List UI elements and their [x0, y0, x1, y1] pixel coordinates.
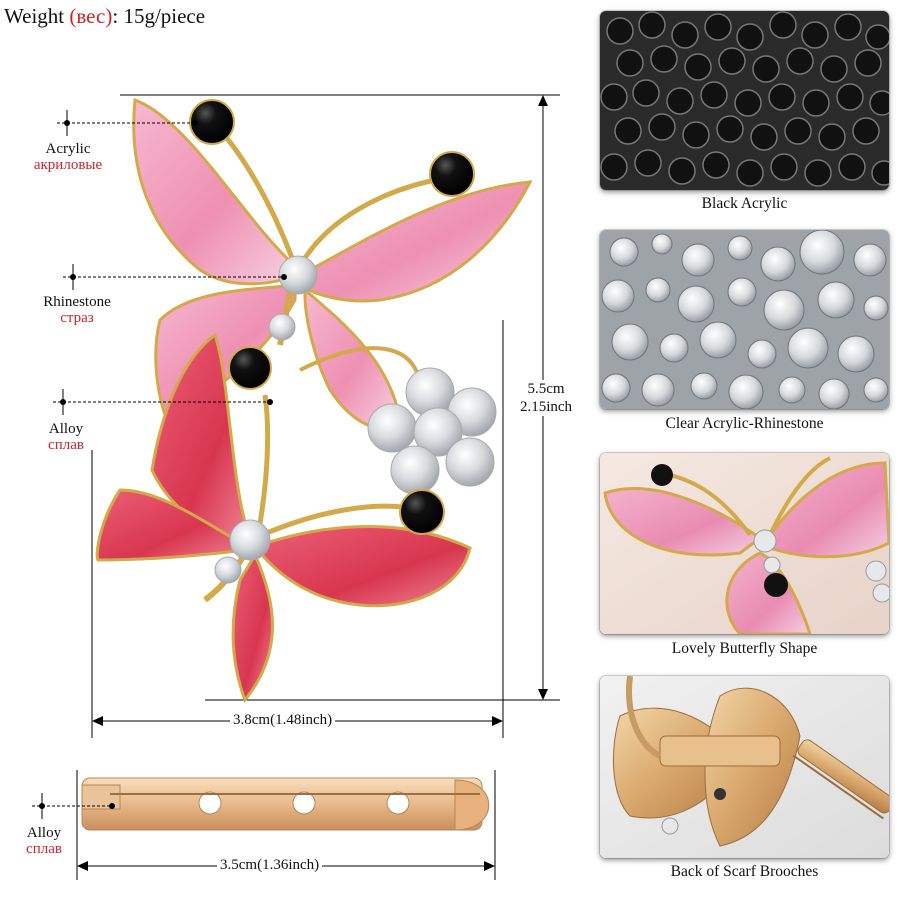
alloy-pin-label-ru: сплав — [26, 841, 62, 857]
red-butterfly — [95, 332, 472, 704]
pin-length-label: 3.5cm(1.36inch) — [217, 857, 323, 874]
brooch-back-image — [600, 676, 889, 858]
black-stone-bottom — [399, 489, 445, 535]
thumbnail-brooch-back — [600, 676, 889, 858]
rhinestone-red-body — [229, 519, 271, 561]
caption-butterfly-shape: Lovely Butterfly Shape — [671, 640, 818, 657]
brooch-diagram — [32, 94, 560, 880]
pin-back — [81, 777, 490, 831]
thumbnail-clear-rhinestone — [600, 230, 889, 409]
rhinestone-label-ru: страз — [60, 310, 94, 326]
thumbnail-black-acrylic — [600, 11, 889, 190]
width-label: 3.8cm(1.48inch) — [230, 712, 336, 729]
rhinestone-callout: Rhinestone страз — [22, 294, 132, 326]
acrylic-leader — [57, 110, 198, 136]
alloy-pin-leader — [32, 793, 115, 819]
height-inch: 2.15inch — [519, 399, 573, 415]
height-label: 5.5cm 2.15inch — [508, 380, 584, 416]
rhinestone-pink-lower — [268, 313, 296, 341]
pink-butterfly — [132, 97, 533, 430]
height-cm: 5.5cm — [527, 381, 565, 397]
thumbnail-butterfly-shape — [600, 453, 889, 634]
alloy-top-leader — [53, 389, 273, 415]
acrylic-callout: Acrylic акриловые — [20, 141, 116, 173]
rhinestone-pink-body — [278, 255, 318, 295]
black-stone-top-right — [429, 151, 475, 197]
weight-label: Weight (вес): 15g/piece — [4, 4, 206, 28]
caption-clear-rhinestone: Clear Acrylic-Rhinestone — [665, 415, 824, 432]
alloy-pin-callout: Alloy сплав — [14, 825, 74, 857]
alloy-top-callout: Alloy сплав — [36, 421, 96, 453]
acrylic-label: Acrylic — [45, 141, 91, 157]
caption-brooch-back: Back of Scarf Brooches — [670, 863, 819, 880]
alloy-top-label-ru: сплав — [48, 437, 84, 453]
black-acrylic-image — [600, 11, 889, 190]
crystal-flower-cluster — [367, 367, 497, 495]
rhinestone-label: Rhinestone — [43, 294, 111, 310]
clear-rhinestone-image — [600, 230, 889, 409]
caption-black-acrylic: Black Acrylic — [701, 195, 788, 212]
alloy-pin-label: Alloy — [26, 825, 62, 841]
rhinestone-leader — [63, 264, 287, 290]
weight-label-ru: вес — [76, 4, 106, 28]
black-stone-middle — [228, 346, 272, 390]
acrylic-label-ru: акриловые — [33, 157, 103, 173]
black-stone-top-left — [189, 99, 235, 145]
rhinestone-red-lower — [214, 556, 242, 584]
alloy-top-label: Alloy — [48, 421, 84, 437]
butterfly-closeup-image — [600, 453, 889, 634]
